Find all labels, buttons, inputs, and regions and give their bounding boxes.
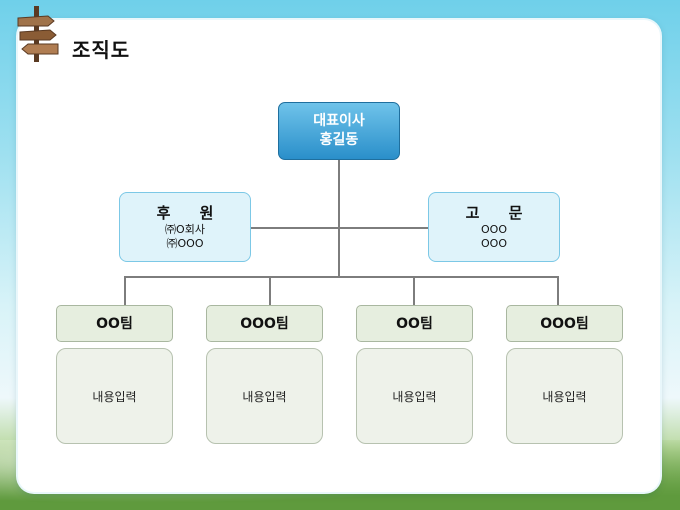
team-node: OOO팀 — [506, 305, 623, 342]
team-node: OOO팀 — [206, 305, 323, 342]
advisor-title: 고 문 — [465, 204, 535, 222]
team-content-box: 내용입력 — [356, 348, 473, 444]
ceo-name: 홍길동 — [319, 132, 359, 148]
advisor-line-1: OOO — [481, 223, 507, 236]
sponsor-node: 후 원 ㈜O회사 ㈜OOO — [119, 192, 251, 262]
advisor-node: 고 문 OOO OOO — [428, 192, 560, 262]
advisor-line-2: OOO — [481, 237, 507, 250]
ceo-node: 대표이사 홍길동 — [278, 102, 400, 160]
sponsor-line-1: ㈜O회사 — [165, 223, 205, 236]
team-node: OO팀 — [356, 305, 473, 342]
team-content-box: 내용입력 — [56, 348, 173, 444]
sponsor-title: 후 원 — [156, 204, 226, 222]
team-content-box: 내용입력 — [506, 348, 623, 444]
ceo-title: 대표이사 — [313, 113, 365, 129]
sponsor-line-2: ㈜OOO — [166, 237, 204, 250]
page-title: 조직도 — [72, 38, 131, 62]
team-node: OO팀 — [56, 305, 173, 342]
signpost-icon — [17, 6, 59, 62]
team-content-box: 내용입력 — [206, 348, 323, 444]
